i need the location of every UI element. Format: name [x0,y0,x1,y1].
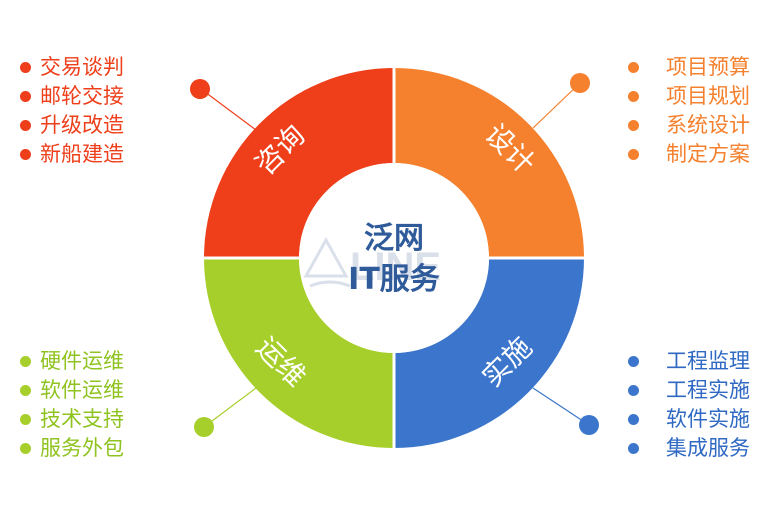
bullet-dot-icon [628,62,639,73]
list-item: 升级改造 [0,111,124,140]
list-item: 系统设计 [628,111,750,140]
bullet-dot-icon [20,385,31,396]
impl-item-list: 工程监理 工程实施 软件实施 集成服务 [628,347,750,463]
bullet-dot-icon [20,443,31,454]
list-item: 邮轮交接 [0,82,124,111]
list-item: 集成服务 [628,434,750,463]
bullet-dot-icon [628,149,639,160]
list-item: 项目规划 [628,82,750,111]
list-item: 制定方案 [628,140,750,169]
list-item: 项目预算 [628,53,750,82]
bullet-dot-icon [628,414,639,425]
ops-connector [203,387,257,428]
consult-segment [204,68,394,258]
design-segment [394,68,584,258]
bullet-dot-icon [20,414,31,425]
ops-item-list: 硬件运维 软件运维 技术支持 服务外包 [0,347,124,463]
list-item: 服务外包 [0,434,124,463]
impl-segment [394,258,584,448]
ops-connector-dot [194,417,214,437]
list-item: 软件实施 [628,405,750,434]
list-item: 工程监理 [628,347,750,376]
bullet-dot-icon [20,91,31,102]
bullet-dot-icon [20,149,31,160]
list-item: 硬件运维 [0,347,124,376]
impl-connector-dot [579,415,599,435]
design-connector-dot [570,73,590,93]
center-disc [299,163,489,353]
design-connector [532,82,581,129]
bullet-dot-icon [628,120,639,131]
list-item: 新船建造 [0,140,124,169]
watermark-text: LINE [350,245,441,289]
impl-connector [532,387,590,426]
consult-connector-dot [190,79,210,99]
consult-item-list: 交易谈判 邮轮交接 升级改造 新船建造 [0,53,124,169]
consult-connector [200,88,257,131]
bullet-dot-icon [628,443,639,454]
bullet-dot-icon [20,120,31,131]
bullet-dot-icon [628,356,639,367]
list-item: 工程实施 [628,376,750,405]
list-item: 交易谈判 [0,53,124,82]
center-title-line1: 泛网 [364,221,424,256]
bullet-dot-icon [20,356,31,367]
list-item: 软件运维 [0,376,124,405]
bullet-dot-icon [628,385,639,396]
center-title-line2: IT服务 [348,262,440,297]
ops-segment [204,258,394,448]
bullet-dot-icon [628,91,639,102]
list-item: 技术支持 [0,405,124,434]
watermark-logo-icon: LINE [303,236,441,289]
bullet-dot-icon [20,62,31,73]
design-item-list: 项目预算 项目规划 系统设计 制定方案 [628,53,750,169]
